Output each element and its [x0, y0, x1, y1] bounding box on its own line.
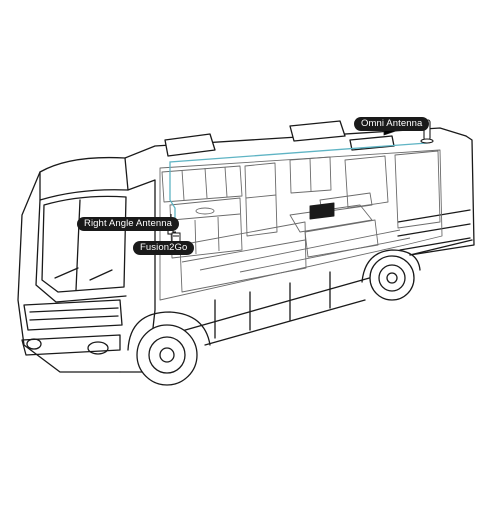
right-angle-antenna-label: Right Angle Antenna	[77, 217, 179, 231]
fusion2go-label: Fusion2Go	[133, 241, 195, 255]
rv-interior	[159, 149, 443, 301]
omni-antenna-label: Omni Antenna	[354, 117, 430, 131]
antenna-cable	[169, 138, 428, 233]
rv-body	[17, 120, 475, 386]
